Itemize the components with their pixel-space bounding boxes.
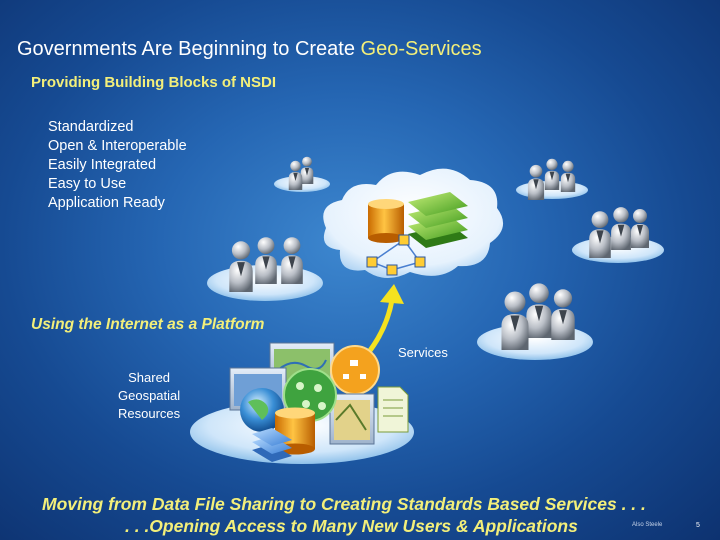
shared-resources-line: Shared (128, 370, 171, 385)
network-node-icon (330, 345, 380, 395)
feature-list: Standardized Open & Interoperable Easily… (48, 118, 187, 213)
feature-item: Open & Interoperable (48, 138, 187, 154)
user-group-icon (207, 237, 323, 301)
document-icon (377, 386, 409, 433)
feature-item: Easily Integrated (48, 157, 157, 173)
database-icon (368, 199, 404, 243)
platform-label: Using the Internet as a Platform (31, 316, 265, 333)
feature-item: Application Ready (48, 195, 165, 211)
user-group-icon (572, 207, 664, 263)
slide-subtitle: Providing Building Blocks of NSDI (31, 74, 277, 91)
footer-note: Also Steele (632, 522, 663, 528)
layer-stack-icon (408, 192, 468, 248)
feature-item: Standardized (48, 119, 134, 135)
slide-title: Governments Are Beginning to Create Geo-… (17, 38, 482, 61)
map-window-icon (329, 393, 375, 445)
shared-resources-line: Geospatial (118, 388, 181, 403)
shared-resources-label: Shared Geospatial Resources (118, 369, 180, 423)
globe-icon (240, 388, 284, 432)
layer-stack-icon (252, 428, 292, 462)
user-group-icon (274, 156, 330, 192)
feature-item: Easy to Use (48, 176, 127, 192)
closing-line-1: Moving from Data File Sharing to Creatin… (42, 494, 646, 514)
page-number: 5 (696, 522, 700, 529)
cloud-icon (323, 168, 504, 279)
network-node-icon (366, 234, 426, 276)
user-group-icon (516, 158, 588, 200)
services-label: Services (398, 345, 448, 360)
closing-line-2: . . .Opening Access to Many New Users & … (125, 516, 578, 536)
slide-title-highlight: Geo-Services (360, 38, 482, 60)
shared-resources-line: Resources (118, 406, 181, 421)
user-group-icon (477, 283, 593, 360)
slide-title-prefix: Governments Are Beginning to Create (17, 38, 361, 60)
